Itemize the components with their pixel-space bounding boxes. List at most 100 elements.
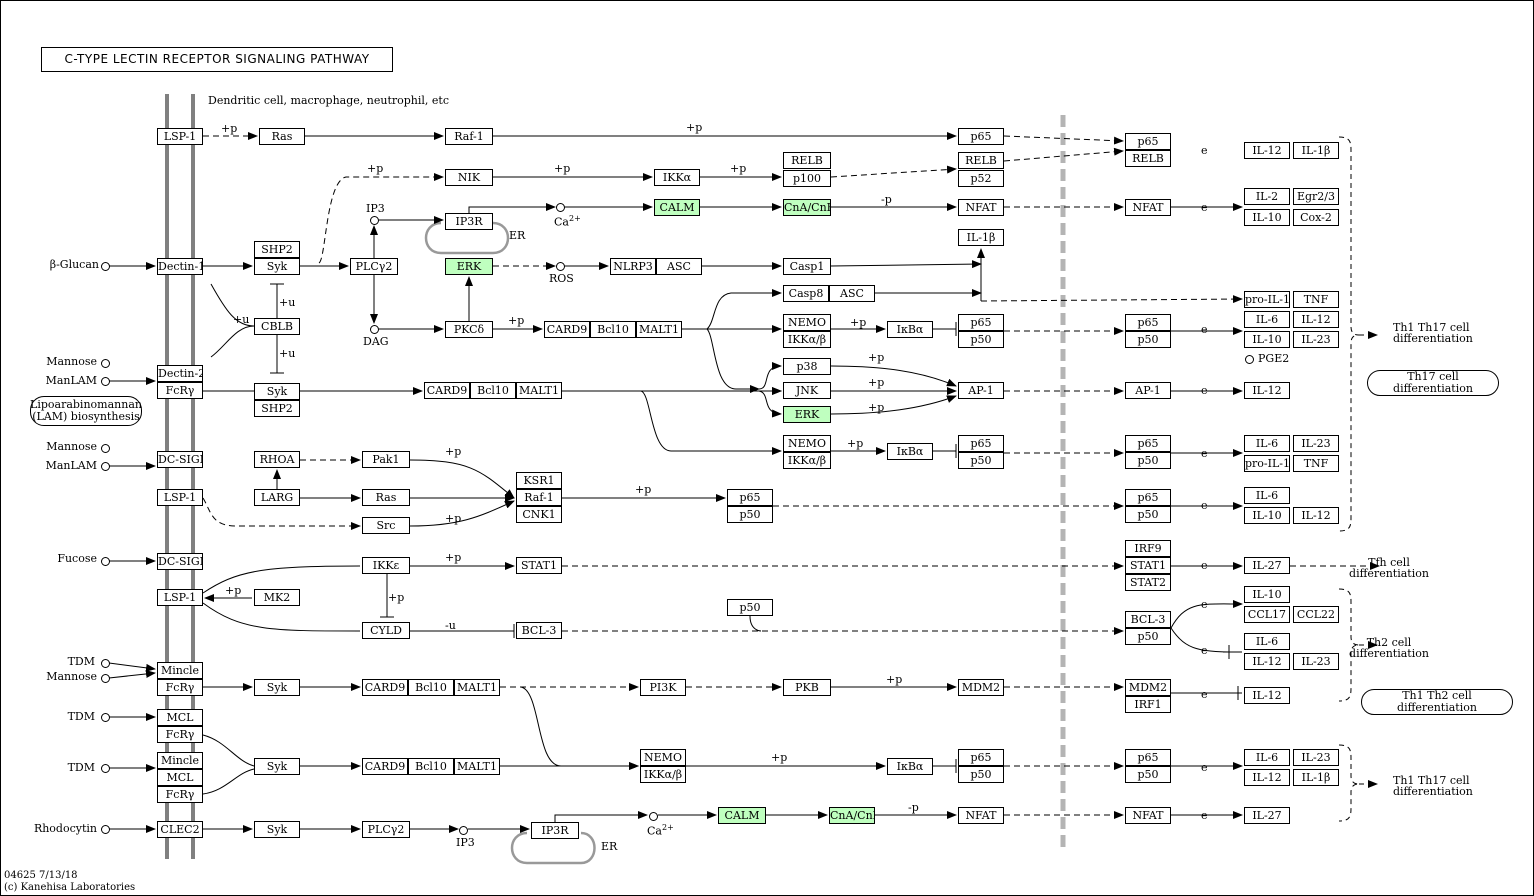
gene-dcsign1[interactable]: DC-SIGN	[157, 451, 203, 468]
gene-il10b[interactable]: IL-10	[1244, 331, 1290, 348]
gene-p65d[interactable]: p65	[1125, 314, 1171, 331]
gene-p50f[interactable]: p50	[1125, 452, 1171, 469]
gene-irf9[interactable]: IRF9	[1125, 540, 1171, 557]
gene-cnk1[interactable]: CNK1	[516, 506, 562, 523]
gene-cna2[interactable]: CnA/CnB	[829, 807, 875, 824]
gene-lsp1a[interactable]: LSP-1	[157, 128, 203, 145]
gene-il12b[interactable]: IL-12	[1293, 311, 1339, 328]
gene-relb3[interactable]: RELB	[1125, 150, 1171, 167]
gene-stat1b[interactable]: STAT1	[1125, 557, 1171, 574]
gene-p50h[interactable]: p50	[1125, 506, 1171, 523]
gene-src[interactable]: Src	[362, 517, 410, 534]
compound-manlam2[interactable]	[101, 462, 110, 471]
gene-p65k[interactable]: p65	[958, 749, 1004, 766]
gene-ikba3[interactable]: IκBα	[887, 758, 933, 775]
gene-pkcd[interactable]: PKCδ	[445, 321, 493, 338]
gene-fcry3[interactable]: FcRγ	[157, 726, 203, 743]
gene-fcry2[interactable]: FcRγ	[157, 679, 203, 696]
gene-bcl10a[interactable]: Bcl10	[590, 321, 636, 338]
gene-ccl17[interactable]: CCL17	[1244, 606, 1290, 623]
gene-card9a[interactable]: CARD9	[544, 321, 590, 338]
pathway-link-th17-diff[interactable]: Th17 cell differentiation	[1367, 370, 1499, 396]
gene-il10a[interactable]: IL-10	[1244, 209, 1290, 226]
gene-card9d[interactable]: CARD9	[362, 758, 408, 775]
compound-mannose3[interactable]	[101, 674, 110, 683]
gene-ikkab3[interactable]: IKKα/β	[640, 766, 686, 783]
gene-p65e[interactable]: p65	[958, 435, 1004, 452]
compound-mannose1[interactable]	[101, 359, 110, 368]
gene-il10d[interactable]: IL-10	[1244, 586, 1290, 603]
gene-cna1[interactable]: CnA/CnB	[783, 199, 831, 216]
gene-p52[interactable]: p52	[958, 170, 1004, 187]
gene-p65l[interactable]: p65	[1125, 749, 1171, 766]
compound-mannose2[interactable]	[101, 444, 110, 453]
gene-ccl22[interactable]: CCL22	[1293, 606, 1339, 623]
pathway-link-th1th2-diff[interactable]: Th1 Th2 cell differentiation	[1361, 689, 1513, 715]
gene-raf1b[interactable]: Raf-1	[516, 489, 562, 506]
gene-ikkab1[interactable]: IKKα/β	[783, 331, 831, 348]
gene-il23a[interactable]: IL-23	[1293, 331, 1339, 348]
gene-stat2[interactable]: STAT2	[1125, 574, 1171, 591]
gene-ras1[interactable]: Ras	[259, 128, 305, 145]
gene-malt1d[interactable]: MALT1	[454, 758, 500, 775]
gene-il6e[interactable]: IL-6	[1244, 749, 1290, 766]
gene-mk2[interactable]: MK2	[254, 589, 300, 606]
gene-lsp1b[interactable]: LSP-1	[157, 489, 203, 506]
compound-ip3a[interactable]	[370, 216, 379, 225]
gene-calm2[interactable]: CALM	[718, 807, 766, 824]
gene-p65h[interactable]: p65	[1125, 489, 1171, 506]
gene-il6b[interactable]: IL-6	[1244, 435, 1290, 452]
gene-nfat3[interactable]: NFAT	[958, 807, 1004, 824]
gene-fcry1[interactable]: FcRγ	[157, 382, 203, 399]
gene-ras2[interactable]: Ras	[362, 489, 410, 506]
gene-plcg2b[interactable]: PLCγ2	[362, 821, 410, 838]
gene-bcl3b[interactable]: BCL-3	[1125, 611, 1171, 628]
gene-asc1[interactable]: ASC	[656, 258, 702, 275]
gene-syke[interactable]: Syk	[254, 821, 300, 838]
compound-ca2[interactable]	[649, 812, 658, 821]
gene-clec2[interactable]: CLEC2	[157, 821, 203, 838]
gene-stat1a[interactable]: STAT1	[516, 557, 562, 574]
gene-il1ba[interactable]: IL-1β	[1293, 142, 1339, 159]
gene-mincle1[interactable]: Mincle	[157, 662, 203, 679]
gene-il12g[interactable]: IL-12	[1244, 769, 1290, 786]
gene-p50d[interactable]: p50	[1125, 331, 1171, 348]
gene-dectin1[interactable]: Dectin-1	[157, 258, 203, 275]
gene-mincle2[interactable]: Mincle	[157, 752, 203, 769]
gene-mcl1[interactable]: MCL	[157, 709, 203, 726]
compound-rhodocytin[interactable]	[101, 825, 110, 834]
gene-p65a[interactable]: p65	[958, 128, 1004, 145]
pathway-link-lam-biosynthesis[interactable]: Lipoarabinomannan (LAM) biosynthesis	[30, 396, 142, 426]
gene-p100[interactable]: p100	[783, 170, 831, 187]
gene-nlrp3[interactable]: NLRP3	[610, 258, 656, 275]
gene-il1bb[interactable]: IL-1β	[958, 229, 1004, 246]
gene-il23b[interactable]: IL-23	[1293, 435, 1339, 452]
gene-egr23[interactable]: Egr2/3	[1293, 188, 1339, 205]
gene-il12d[interactable]: IL-12	[1293, 507, 1339, 524]
gene-fcry4[interactable]: FcRγ	[157, 786, 203, 803]
gene-bcl3a[interactable]: BCL-3	[516, 622, 562, 639]
gene-p65b[interactable]: p65	[1125, 133, 1171, 150]
gene-jnk[interactable]: JNK	[783, 382, 831, 399]
gene-mdm2b[interactable]: MDM2	[1125, 679, 1171, 696]
gene-card9c[interactable]: CARD9	[362, 679, 408, 696]
gene-malt1c[interactable]: MALT1	[454, 679, 500, 696]
gene-sykc[interactable]: Syk	[254, 679, 300, 696]
gene-ikka[interactable]: IKKα	[654, 169, 700, 186]
gene-il12a[interactable]: IL-12	[1244, 142, 1290, 159]
gene-calm1[interactable]: CALM	[654, 199, 700, 216]
gene-p50j[interactable]: p50	[1125, 628, 1171, 645]
gene-ikba2[interactable]: IκBα	[887, 443, 933, 460]
gene-plcg2a[interactable]: PLCγ2	[350, 258, 398, 275]
gene-asc2[interactable]: ASC	[829, 285, 875, 302]
gene-larg[interactable]: LARG	[254, 489, 300, 506]
gene-cyld[interactable]: CYLD	[362, 622, 410, 639]
gene-bcl10c[interactable]: Bcl10	[408, 679, 454, 696]
gene-lsp1c[interactable]: LSP-1	[157, 589, 203, 606]
gene-dectin2[interactable]: Dectin-2	[157, 365, 203, 382]
compound-tdm2[interactable]	[101, 713, 110, 722]
gene-raf1a[interactable]: Raf-1	[445, 128, 493, 145]
gene-malt1b[interactable]: MALT1	[516, 382, 562, 399]
gene-erk1[interactable]: ERK	[445, 258, 493, 275]
gene-ap1a[interactable]: AP-1	[958, 382, 1004, 399]
